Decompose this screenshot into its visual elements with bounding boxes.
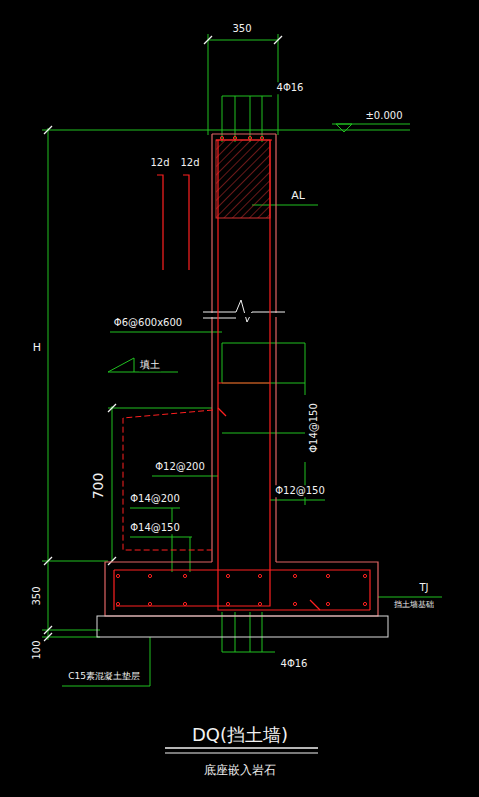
foundation-label: 挡土墙基础 <box>393 600 435 609</box>
rebar-label: Φ14@200 <box>129 493 181 505</box>
dimension-label: 100 <box>31 639 43 660</box>
anchorage-label: 12d <box>149 157 170 169</box>
rebar-label: Φ14@150 <box>129 522 181 534</box>
drawing-caption: 底座嵌入岩石 <box>203 764 277 778</box>
drawing-title: DQ(挡土墙) <box>191 725 289 746</box>
elevation-label: ±0.000 <box>364 110 403 122</box>
rebar-label: Φ12@200 <box>154 461 206 473</box>
dimension-label: 350 <box>31 585 43 606</box>
rebar-label: Φ14@150 <box>308 402 320 454</box>
rebar-label: 4Φ16 <box>280 658 309 670</box>
anchorage-label: 12d <box>179 157 200 169</box>
rebar-label: Φ6@600x600 <box>113 317 183 329</box>
dimension-label: H <box>32 342 42 355</box>
bedding-label: C15素混凝土垫层 <box>67 671 141 681</box>
dimension-lines <box>42 34 442 686</box>
backfill-label: 填土 <box>139 359 161 371</box>
rebar-label: 4Φ16 <box>276 82 305 94</box>
dimension-label: 350 <box>231 23 252 35</box>
rebar-label: Φ12@150 <box>274 485 326 497</box>
beam-label: AL <box>290 190 306 203</box>
dimension-label: 700 <box>90 472 106 501</box>
foundation-label: TJ <box>418 582 429 594</box>
